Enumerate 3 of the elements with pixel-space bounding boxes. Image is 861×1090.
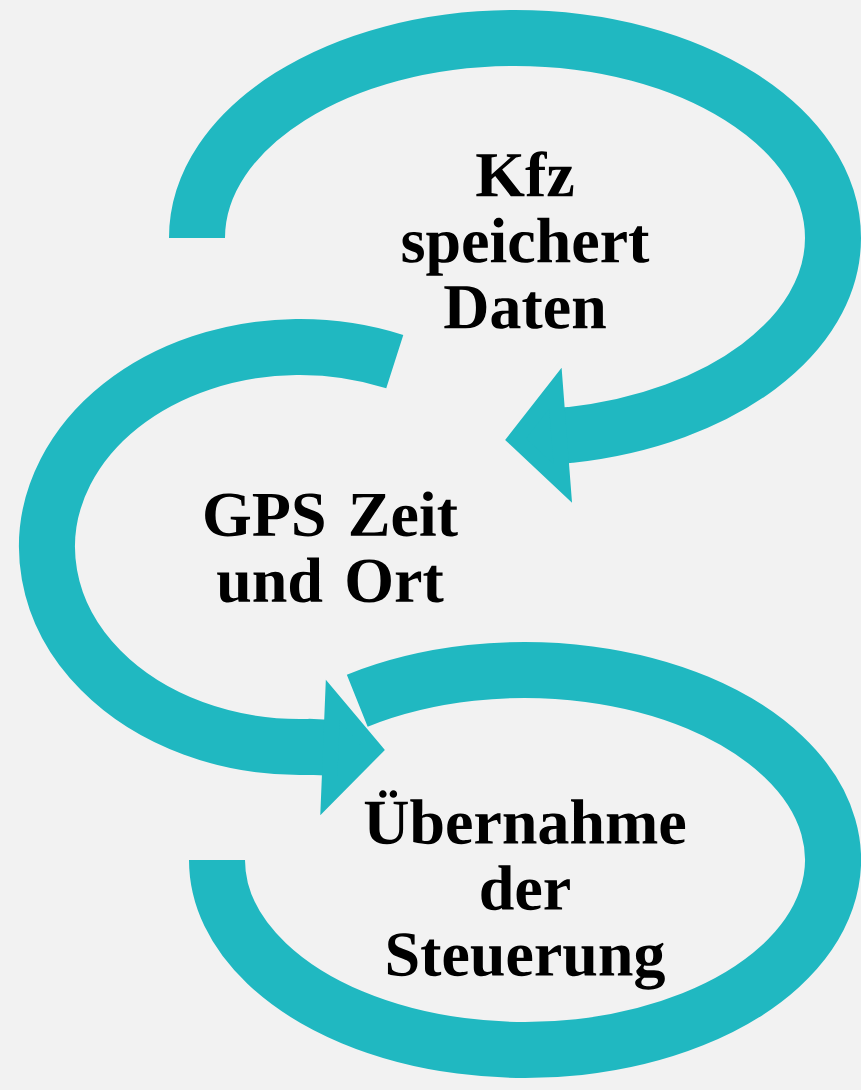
step-label: Kfz speichert Daten <box>402 151 650 329</box>
step-label: GPS Zeit und Ort <box>205 491 458 603</box>
step-label: Übernahme der Steuerung <box>364 790 686 990</box>
